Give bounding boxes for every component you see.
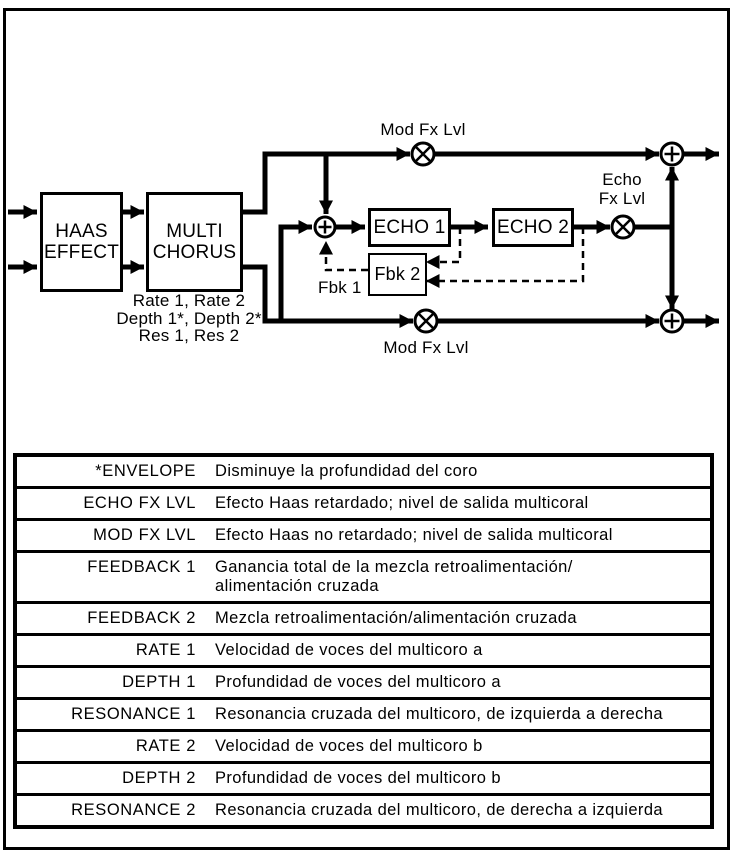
haas-effect-label-line2: EFFECT <box>43 242 120 263</box>
param-name: MOD FX LVL <box>15 518 205 552</box>
multi-chorus-box: MULTI CHORUS <box>146 192 243 292</box>
param-description: Efecto Haas no retardado; nivel de salid… <box>205 518 712 552</box>
param-description: Profundidad de voces del multicoro a <box>205 665 712 699</box>
output-sum-bottom <box>659 308 685 334</box>
echo-fx-multiplier <box>610 214 636 240</box>
param-description: Disminuye la profundidad del coro <box>215 462 478 480</box>
echo2-feedback-dashed <box>426 227 585 288</box>
mod-fx-lvl-label-top: Mod Fx Lvl <box>380 120 466 139</box>
table-row: RESONANCE 2 Resonancia cruzada del multi… <box>15 793 712 827</box>
table-row: FEEDBACK 1 Ganancia total de la mezcla r… <box>15 550 712 603</box>
param-name: DEPTH 1 <box>15 665 205 699</box>
echo-sum-node <box>313 215 337 239</box>
echo-fx-lvl-label: Echo Fx Lvl <box>574 170 670 208</box>
echo2-box: ECHO 2 <box>492 208 574 247</box>
echo-fx-lvl-line2: Fx Lvl <box>598 189 646 208</box>
param-name: *ENVELOPE <box>95 462 196 480</box>
param-name: FEEDBACK 2 <box>15 601 205 635</box>
params-line2: Depth 1*, Depth 2* <box>116 308 262 328</box>
page-border-frame <box>3 8 730 850</box>
param-name: RATE 2 <box>15 729 205 763</box>
haas-effect-box: HAAS EFFECT <box>40 192 123 292</box>
param-description: Resonancia cruzada del multicoro, de der… <box>205 793 712 827</box>
mod-fx-multiplier-bottom <box>413 308 439 334</box>
nodes <box>313 141 685 334</box>
table-row: FEEDBACK 2 Mezcla retroalimentación/alim… <box>15 601 712 635</box>
echo-fx-lvl-line1: Echo <box>602 170 642 189</box>
params-line1: Rate 1, Rate 2 <box>132 291 246 310</box>
table-row: DEPTH 1 Profundidad de voces del multico… <box>15 665 712 699</box>
param-description: Resonancia cruzada del multicoro, de izq… <box>205 697 712 731</box>
param-description: Profundidad de voces del multicoro b <box>205 761 712 795</box>
multi-top-out-rail <box>237 147 410 215</box>
param-name: RESONANCE 2 <box>15 793 205 827</box>
param-name: DEPTH 2 <box>15 761 205 795</box>
table-row: *ENVELOPE Disminuye la profundidad del c… <box>15 455 712 488</box>
param-name: FEEDBACK 1 <box>15 550 205 603</box>
mod-fx-lvl-label-bottom: Mod Fx Lvl <box>383 338 469 357</box>
table-row: MOD FX LVL Efecto Haas no retardado; niv… <box>15 518 712 552</box>
table-row: RATE 2 Velocidad de voces del multicoro … <box>15 729 712 763</box>
output-sum-top <box>659 141 685 167</box>
fbk2-label: Fbk 2 <box>374 264 421 284</box>
multi-chorus-label-line2: CHORUS <box>152 242 237 263</box>
table-row: ECHO FX LVL Efecto Haas retardado; nivel… <box>15 486 712 520</box>
parameter-table: *ENVELOPE Disminuye la profundidad del c… <box>13 453 714 829</box>
feedback-lines <box>319 227 585 288</box>
signal-lines <box>8 147 719 328</box>
param-name: ECHO FX LVL <box>15 486 205 520</box>
parameter-table-body: *ENVELOPE Disminuye la profundidad del c… <box>15 455 712 827</box>
multi-chorus-params-label: Rate 1, Rate 2 Depth 1*, Depth 2* Res 1,… <box>89 292 289 345</box>
table-row: RESONANCE 1 Resonancia cruzada del multi… <box>15 697 712 731</box>
fbk1-label: Fbk 1 <box>318 278 362 297</box>
echo1-label: ECHO 1 <box>373 217 446 238</box>
haas-effect-label-line1: HAAS <box>55 221 108 242</box>
echo2-label: ECHO 2 <box>497 217 569 238</box>
table-row: DEPTH 2 Profundidad de voces del multico… <box>15 761 712 795</box>
multi-chorus-label-line1: MULTI <box>166 221 223 242</box>
mod-fx-multiplier-top <box>410 141 436 167</box>
fbk2-box: Fbk 2 <box>368 253 427 296</box>
param-description: Efecto Haas retardado; nivel de salida m… <box>205 486 712 520</box>
bottom-branch-to-echo-sum <box>278 220 312 321</box>
echo1-box: ECHO 1 <box>368 208 451 247</box>
table-row: RATE 1 Velocidad de voces del multicoro … <box>15 633 712 667</box>
param-description: Ganancia total de la mezcla retroaliment… <box>205 550 712 603</box>
fbk-return-dashed <box>319 241 368 272</box>
param-name: RATE 1 <box>15 633 205 667</box>
multi-bottom-out-rail <box>237 264 413 328</box>
param-description: Velocidad de voces del multicoro a <box>205 633 712 667</box>
params-line3: Res 1, Res 2 <box>138 326 240 345</box>
param-name: RESONANCE 1 <box>15 697 205 731</box>
param-description: Mezcla retroalimentación/alimentación cr… <box>205 601 712 635</box>
param-description: Velocidad de voces del multicoro b <box>205 729 712 763</box>
